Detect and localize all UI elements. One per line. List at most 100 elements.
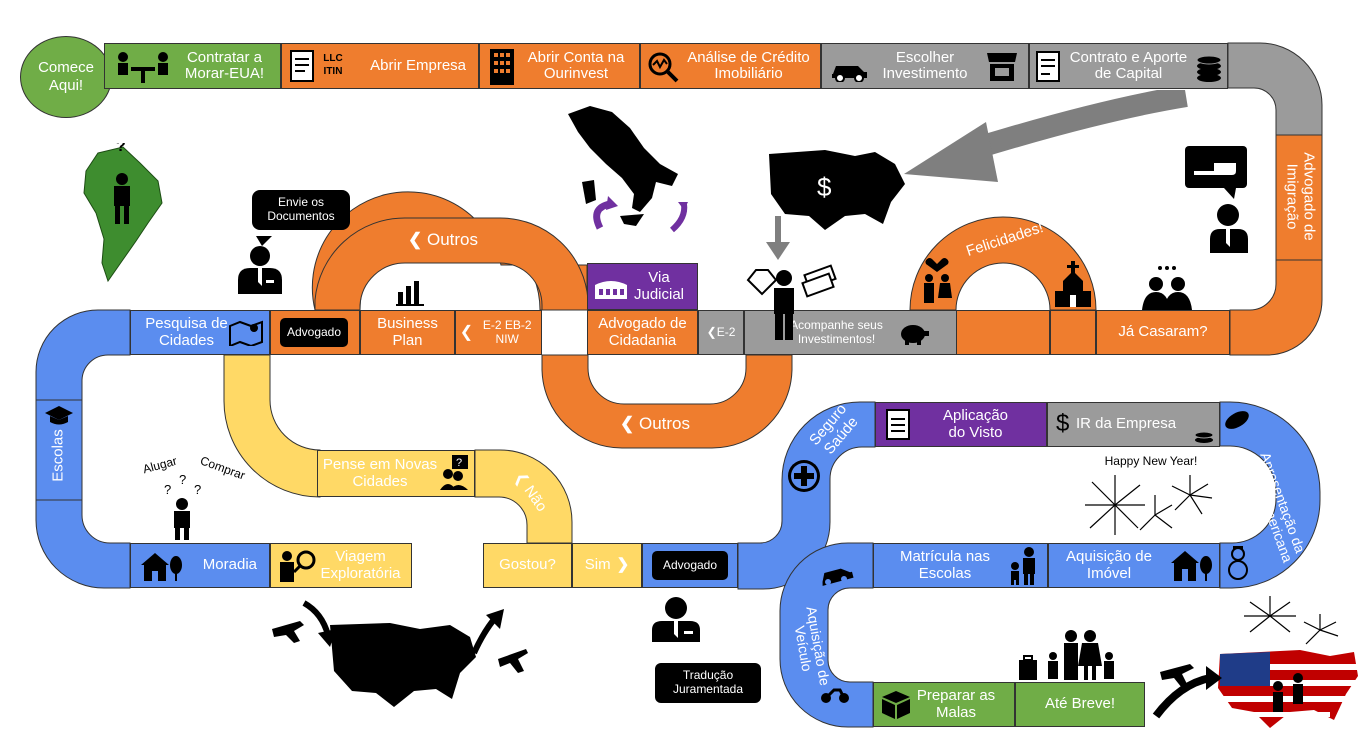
building-icon bbox=[490, 49, 514, 85]
step-company-tax-label: IR da Empresa bbox=[1076, 415, 1177, 433]
map-pin-icon bbox=[229, 320, 263, 346]
step-citizenship-label: Advogado de Cidadania bbox=[598, 315, 687, 349]
question-person-icon: ? bbox=[440, 455, 468, 490]
step-contract[interactable]: Contrato e Aporte de Capital bbox=[1029, 43, 1228, 89]
house-tree-icon bbox=[141, 553, 182, 581]
usa-map-trip-icon bbox=[272, 600, 528, 707]
step-see-you-label: Até Breve! bbox=[1044, 695, 1116, 713]
step-yes[interactable]: Sim❯ bbox=[572, 543, 642, 588]
house-tree-icon bbox=[1171, 551, 1212, 581]
thinking-person-icon: ??? bbox=[164, 472, 201, 540]
bar-chart-icon bbox=[396, 281, 424, 306]
lawyer-pill-lower: Advogado bbox=[652, 551, 728, 580]
box-icon bbox=[882, 691, 910, 719]
motorcycle-icon bbox=[821, 688, 849, 703]
pointing-lawyer-icon bbox=[1185, 146, 1248, 253]
step-exploratory-trip[interactable]: Viagem Exploratória bbox=[270, 543, 412, 588]
chevron-left-icon: ❮ bbox=[620, 414, 639, 433]
chevron-left-icon: ❮ bbox=[706, 324, 717, 339]
person-search-icon bbox=[280, 550, 316, 582]
meeting-icon bbox=[118, 52, 168, 83]
step-follow-label: Acompanhe seus Investimentos! bbox=[790, 318, 883, 346]
magnifier-chart-icon bbox=[648, 52, 679, 83]
step-school-enrollment[interactable]: Matrícula nas Escolas bbox=[873, 543, 1048, 588]
step-business-plan[interactable]: Business Plan bbox=[360, 310, 455, 355]
step-company-label: Abrir Empresa bbox=[370, 56, 466, 74]
others-bottom-text: Outros bbox=[638, 414, 690, 433]
svg-text:?: ? bbox=[164, 482, 171, 497]
step-married-label: Já Casaram? bbox=[1118, 323, 1208, 341]
schools-label: Escolas bbox=[49, 429, 67, 482]
svg-text:?: ? bbox=[194, 482, 201, 497]
step-school-enrollment-label: Matrícula nas Escolas bbox=[899, 548, 991, 582]
step-company-tax[interactable]: $ IR da Empresa bbox=[1047, 402, 1220, 447]
step-judicial-label: Via Judicial bbox=[633, 269, 685, 303]
step-property[interactable]: Aquisição de Imóvel bbox=[1048, 543, 1220, 588]
step-liked[interactable]: Gostou? bbox=[483, 543, 572, 588]
llc-itin-tag: LLC ITIN bbox=[323, 53, 343, 77]
step-pack-label: Preparar as Malas bbox=[916, 687, 996, 721]
south-america-map-icon: ? bbox=[83, 143, 163, 283]
small-grey-arrow-icon bbox=[766, 216, 790, 260]
svg-text:?: ? bbox=[116, 143, 126, 155]
start-label: Comece Aqui! bbox=[38, 59, 94, 94]
start-circle[interactable]: Comece Aqui! bbox=[20, 36, 112, 118]
step-credit-label: Análise de Crédito Imobiliário bbox=[687, 48, 810, 82]
chevron-left-icon: ❮ bbox=[459, 323, 474, 341]
step-hire-label: Contratar a Morar-EUA! bbox=[184, 48, 265, 82]
step-visa-application[interactable]: Aplicação do Visto bbox=[875, 402, 1047, 447]
step-housing[interactable]: Moradia bbox=[130, 543, 270, 588]
fireworks-icon bbox=[1085, 475, 1213, 535]
colosseum-icon bbox=[595, 281, 627, 299]
step-visa-label: Aplicação do Visto bbox=[942, 407, 1009, 441]
car-icon bbox=[822, 568, 854, 586]
step-housing-label: Moradia bbox=[202, 556, 257, 574]
snowman-icon bbox=[1228, 546, 1248, 580]
svg-text:?: ? bbox=[179, 472, 186, 487]
form-icon bbox=[886, 409, 910, 440]
step-e2-eb2[interactable]: ❮E-2 EB-2 NIW bbox=[455, 310, 542, 355]
step-see-you[interactable]: Até Breve! bbox=[1015, 682, 1145, 727]
step-judicial[interactable]: Via Judicial bbox=[587, 263, 698, 310]
step-city-research[interactable]: Pesquisa de Cidades bbox=[130, 310, 270, 355]
chevron-right-icon: ❯ bbox=[616, 556, 630, 574]
svg-text:?: ? bbox=[456, 457, 462, 469]
step-exploratory-label: Viagem Exploratória bbox=[320, 548, 401, 582]
coins-icon bbox=[1194, 431, 1214, 443]
step-business-plan-label: Business Plan bbox=[377, 315, 438, 349]
piggy-bank-icon bbox=[900, 324, 929, 345]
step-married[interactable]: Já Casaram? bbox=[1096, 310, 1230, 355]
step-church bbox=[1050, 310, 1096, 355]
step-credit[interactable]: Análise de Crédito Imobiliário bbox=[640, 43, 821, 89]
dollar-icon: $ bbox=[1056, 410, 1070, 437]
svg-text:$: $ bbox=[817, 172, 832, 202]
lawyer-pill-middle: Advogado bbox=[280, 318, 348, 347]
contract-icon bbox=[1036, 51, 1060, 82]
step-company[interactable]: LLC ITIN Abrir Empresa bbox=[281, 43, 479, 89]
step-account[interactable]: Abrir Conta na Ourinvest bbox=[479, 43, 640, 89]
step-city-research-label: Pesquisa de Cidades bbox=[145, 315, 228, 349]
store-icon bbox=[987, 53, 1017, 81]
church-icon bbox=[1055, 261, 1091, 307]
chevron-left-icon: ❮ bbox=[408, 230, 427, 249]
step-new-cities[interactable]: Pense em Novas Cidades ? bbox=[317, 450, 475, 497]
step-invest[interactable]: Escolher Investimento bbox=[821, 43, 1029, 89]
parent-child-icon bbox=[1011, 547, 1035, 585]
coins-icon bbox=[1196, 55, 1222, 82]
usa-flag-map-icon bbox=[1152, 596, 1358, 728]
send-docs-bubble: Envie os Documentos bbox=[252, 190, 350, 230]
others-bottom-label: ❮ Outros bbox=[620, 414, 710, 434]
step-hire[interactable]: Contratar a Morar-EUA! bbox=[104, 43, 281, 89]
step-pack[interactable]: Preparar as Malas bbox=[873, 682, 1015, 727]
others-top-text: Outros bbox=[426, 230, 478, 249]
step-liked-label: Gostou? bbox=[499, 556, 556, 574]
step-e2-short[interactable]: ❮ E-2 bbox=[698, 310, 744, 355]
football-icon bbox=[1225, 411, 1249, 429]
step-citizenship-lawyer[interactable]: Advogado de Cidadania bbox=[587, 310, 698, 355]
immigration-lawyer-label: Advogado de Imigração bbox=[1284, 152, 1318, 241]
document-icon bbox=[290, 50, 314, 82]
step-contract-label: Contrato e Aporte de Capital bbox=[1069, 48, 1188, 82]
family-luggage-icon bbox=[1019, 630, 1114, 680]
